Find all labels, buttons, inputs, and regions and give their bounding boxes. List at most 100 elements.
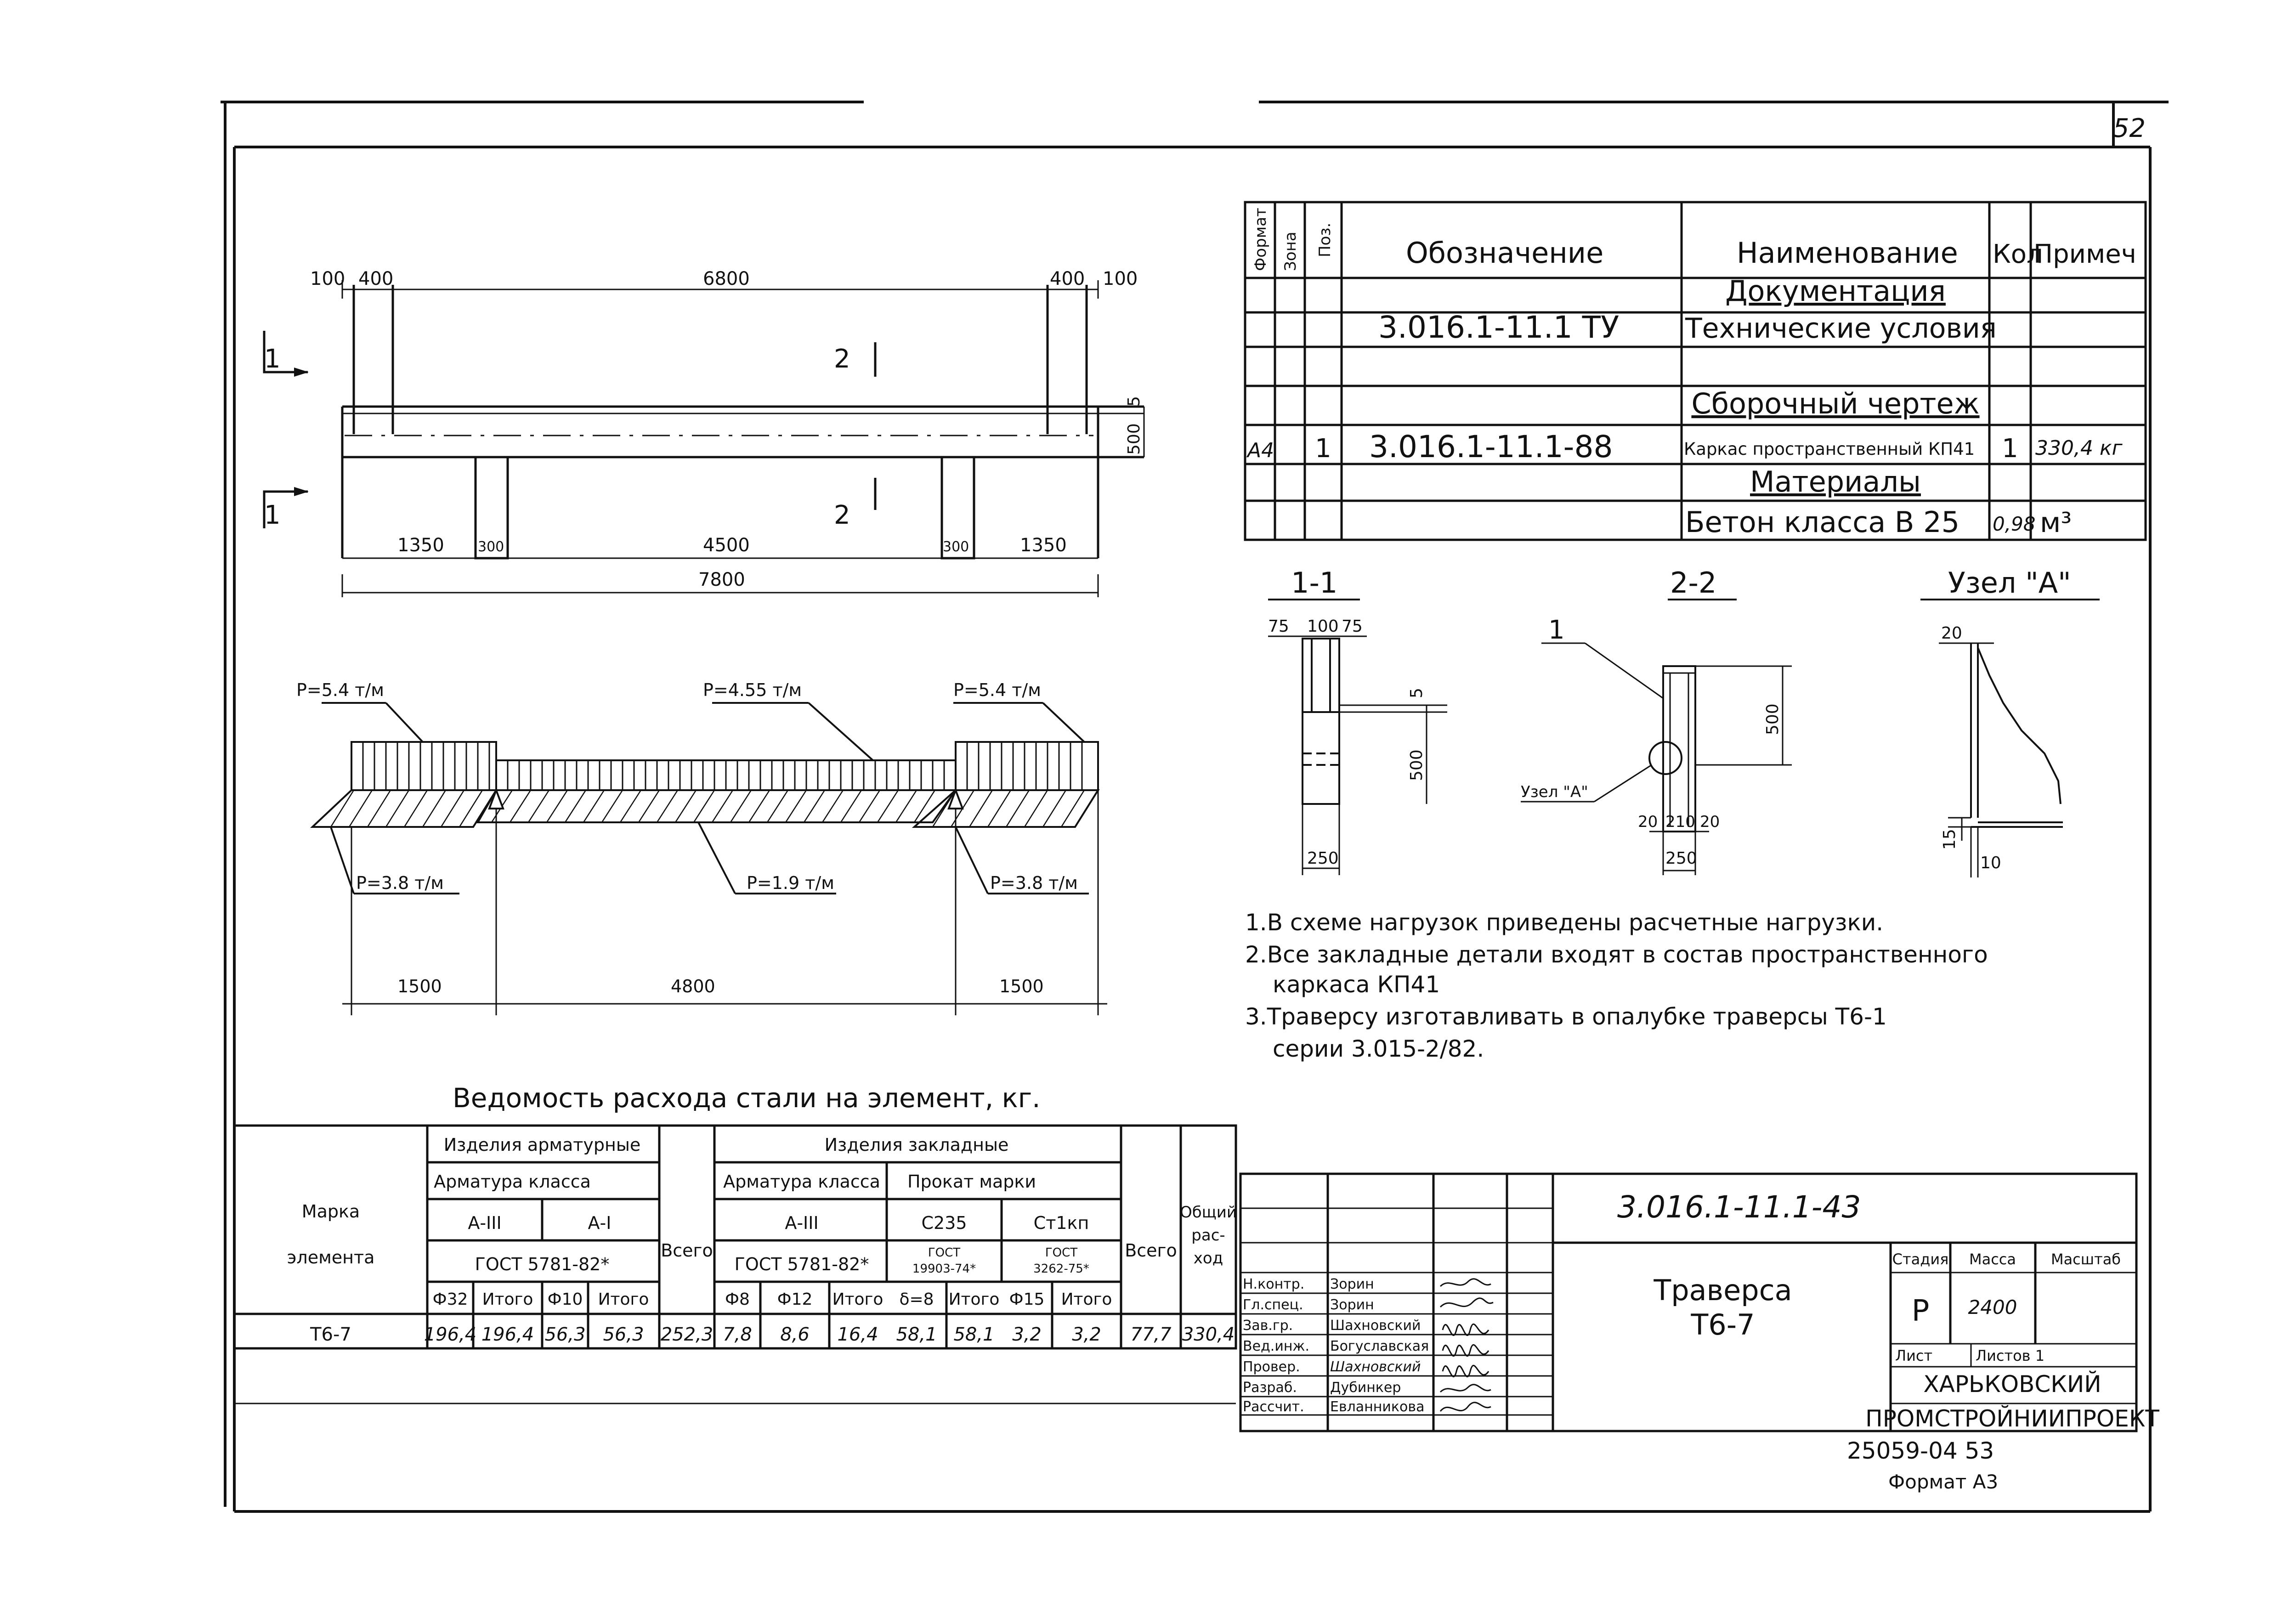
steel-group-reinf: Изделия арматурные: [444, 1135, 641, 1155]
load-top-right: P=5.4 т/м: [953, 680, 1041, 700]
steel-gost-embed: ГОСТ 5781-82*: [735, 1254, 869, 1274]
steel-col-total-1: Итого: [482, 1290, 533, 1309]
person-5: Шахновский: [1330, 1359, 1421, 1375]
spec-asm-name: Каркас пространственный КП41: [1684, 439, 1975, 459]
person-4: Богуславская: [1330, 1338, 1429, 1354]
format-label: Формат А3: [1888, 1471, 1998, 1493]
node-dim-15: 15: [1940, 829, 1959, 850]
note-1: 1.В схеме нагрузок приведены расчетные н…: [1245, 909, 1883, 936]
role-razrab: Разраб.: [1243, 1380, 1297, 1396]
steel-gost-reinf: ГОСТ 5781-82*: [475, 1254, 610, 1274]
s2-dim-20-left: 20: [1638, 813, 1658, 831]
steel-row-overall: 330,4: [1182, 1324, 1235, 1345]
steel-col-f10: Ф10: [548, 1290, 583, 1309]
dim-total-7800: 7800: [698, 569, 745, 590]
steel-row-f8: 7,8: [723, 1324, 752, 1345]
steel-class-a3: А-III: [468, 1213, 501, 1233]
steel-mark-header-1: Марка: [302, 1201, 360, 1222]
sheet-number: 52: [2113, 113, 2146, 143]
section-mark-2-top: 2: [834, 344, 850, 374]
steel-row-it2: 56,3: [603, 1324, 644, 1345]
note-3-cont: серии 3.015-2/82.: [1273, 1036, 1484, 1062]
steel-col-total-3: Итого: [833, 1290, 883, 1309]
steel-reinf-class: Арматура класса: [434, 1171, 591, 1192]
steel-row-it4: 58,1: [953, 1324, 994, 1345]
s1-dim-75-left: 75: [1268, 617, 1289, 636]
spec-header-designation: Обозначение: [1406, 236, 1603, 270]
traverse-elevation: [263, 280, 1145, 597]
steel-gost-3262-a: ГОСТ: [1045, 1246, 1077, 1260]
steel-gost-3262-b: 3262-75*: [1033, 1262, 1089, 1276]
role-prover: Провер.: [1243, 1359, 1300, 1375]
steel-rolled: Прокат марки: [907, 1171, 1036, 1192]
span-4800: 4800: [671, 976, 715, 996]
load-diagram-text: P=5.4 т/м P=4.55 т/м P=5.4 т/м P=3.8 т/м…: [296, 680, 1078, 996]
dim-bottom-1350-right: 1350: [1020, 535, 1067, 556]
role-n-kontr: Н.контр.: [1243, 1276, 1304, 1292]
section-mark-1-top: 1: [264, 344, 281, 374]
role-zav-gr: Зав.гр.: [1243, 1318, 1293, 1334]
steel-row-f10: 56,3: [544, 1324, 585, 1345]
steel-total-reinf: Всего: [661, 1240, 713, 1261]
steel-embed-class: Арматура класса: [723, 1171, 880, 1192]
spec-asm-format: А4: [1246, 439, 1274, 462]
steel-row-f15: 3,2: [1012, 1324, 1042, 1345]
role-rasschit: Рассчит.: [1243, 1399, 1304, 1415]
spec-header-pos: Поз.: [1316, 223, 1334, 257]
note-3: 3.Траверсу изготавливать в опалубке трав…: [1245, 1003, 1887, 1030]
person-3: Шахновский: [1330, 1318, 1421, 1334]
steel-row-f12: 8,6: [780, 1324, 810, 1345]
steel-row-f32: 196,4: [424, 1324, 477, 1345]
signature-5: [1442, 1364, 1489, 1377]
spec-asm-designation: 3.016.1-11.1-88: [1369, 429, 1613, 464]
load-hatching-vertical: [362, 742, 1083, 790]
spec-asm-note: 330,4 кг: [2035, 436, 2123, 460]
dim-bottom-300-right: 300: [943, 539, 969, 555]
section-1-1: [1268, 599, 1447, 875]
node-title-a: Узел "А": [1948, 566, 2071, 600]
steel-group-embed: Изделия закладные: [825, 1135, 1009, 1155]
sections-text: 1-1 2-2 Узел "А" 75 100 75 5 500 250 1 У…: [1268, 566, 2071, 872]
sheet-header: Лист: [1895, 1347, 1932, 1364]
steel-class-a3-embed: А-III: [785, 1213, 818, 1233]
person-7: Евланникова: [1330, 1399, 1424, 1415]
steel-col-d8: δ=8: [899, 1290, 934, 1309]
span-1500-right: 1500: [999, 976, 1044, 996]
spec-section-documentation: Документация: [1725, 274, 1946, 308]
scale-header: Масштаб: [2051, 1251, 2121, 1268]
signature-7: [1439, 1402, 1491, 1412]
mass-value: 2400: [1968, 1296, 2017, 1318]
document-code: 3.016.1-11.1-43: [1617, 1189, 1861, 1225]
section-mark-2-bottom: 2: [834, 500, 850, 530]
s1-dim-500: 500: [1407, 749, 1426, 781]
steel-table: [233, 1124, 1237, 1404]
spec-mat-qty: 0,98: [1993, 513, 2036, 535]
steel-row-tot1: 252,3: [661, 1324, 714, 1345]
steel-row-it3: 16,4: [837, 1324, 878, 1345]
spec-doc-name: Технические условия: [1685, 312, 1997, 345]
dim-bottom-1350-left: 1350: [397, 535, 444, 556]
node-dim-10: 10: [1980, 854, 2001, 872]
spec-header-format: Формат: [1252, 208, 1270, 271]
load-hatching-diagonal: [330, 790, 1085, 827]
dim-right-500: 500: [1125, 423, 1144, 455]
spec-doc-designation: 3.016.1-11.1 ТУ: [1378, 310, 1619, 345]
spec-asm-pos: 1: [1315, 434, 1331, 464]
load-top-left: P=5.4 т/м: [296, 680, 384, 700]
steel-mark-header-2: элемента: [287, 1247, 375, 1268]
load-diagram: [310, 702, 1107, 1015]
steel-col-f32: Ф32: [433, 1290, 468, 1309]
dim-right-5: 5: [1125, 396, 1144, 407]
spec-mat-unit: м³: [2040, 507, 2072, 539]
title-name-1: Траверса: [1653, 1273, 1792, 1307]
spec-section-materials: Материалы: [1750, 465, 1921, 498]
s1-dim-75-right: 75: [1342, 617, 1363, 636]
spec-header-qty: Кол: [1993, 239, 2043, 269]
steel-st1kp: Ст1кп: [1034, 1213, 1089, 1233]
person-2: Зорин: [1330, 1297, 1374, 1313]
title-name-2: Т6-7: [1690, 1308, 1755, 1341]
steel-c235: С235: [921, 1213, 967, 1233]
steel-total-embed: Всего: [1125, 1240, 1177, 1261]
dim-top-100-left: 100: [310, 268, 345, 289]
